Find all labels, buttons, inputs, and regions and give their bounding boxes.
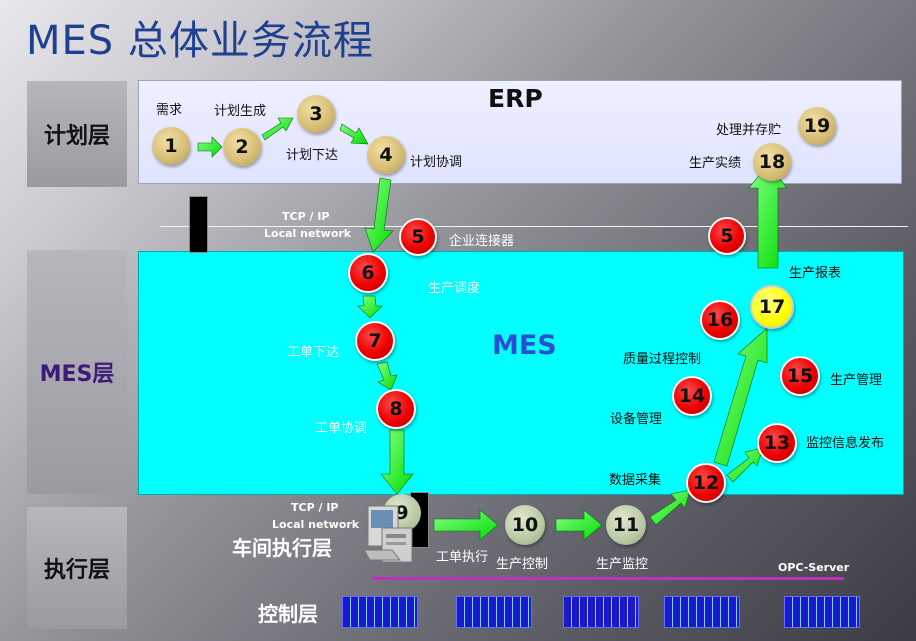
plc-module-4 [664,596,740,628]
step-11: 11 [606,505,646,545]
step-12: 12 [686,463,726,503]
arrow-6-7 [357,295,383,319]
label-wo-issue: 工单下达 [287,345,340,360]
erp-label: ERP [488,84,543,113]
arrow-7-8 [376,361,398,391]
step-19: 19 [798,107,836,145]
step-7: 7 [355,321,395,361]
step-4: 4 [367,136,405,174]
step-10: 10 [505,505,545,545]
network-line [160,226,908,227]
step-3: 3 [297,95,335,133]
opc-server-label: OPC-Server [778,561,850,574]
label-wo-exec: 工单执行 [436,550,489,565]
step-2: 2 [223,128,261,166]
arrow-12-17 [713,327,768,467]
arrow-11-12 [649,489,691,526]
step-15: 15 [780,356,820,396]
label-wo-coord: 工单协调 [315,421,368,436]
label-plan-gen: 计划生成 [214,104,267,119]
step-5-left: 5 [399,218,437,256]
fieldbus-line [372,577,844,580]
control-label: 控制层 [258,602,318,626]
network-tcp-bottom: TCP / IP [291,501,339,514]
step-8: 8 [376,389,416,429]
computer-icon [363,505,413,563]
layer-label-plan: 计划层 [27,81,127,187]
arrow-2-3 [261,117,294,141]
arrow-8-9 [380,429,414,495]
page-title: MES 总体业务流程 [26,18,374,64]
plc-module-1 [342,596,418,628]
network-local-bottom: Local network [272,518,360,531]
step-17: 17 [750,285,794,329]
arrow-3-4 [339,123,369,145]
step-18: 18 [753,143,791,181]
label-enterprise-connector: 企业连接器 [449,234,515,249]
step-13: 13 [757,423,797,463]
label-equip-mgmt: 设备管理 [610,412,663,427]
label-demand: 需求 [156,103,183,118]
workshop-label: 车间执行层 [232,536,332,560]
layer-label-mes: MES层 [27,250,127,494]
mes-label: MES [492,330,557,361]
step-14: 14 [672,376,712,416]
step-6: 6 [348,253,388,293]
arrow-12-13 [726,447,764,483]
label-prod-monitor: 生产监控 [596,557,649,572]
arrow-4-6 [364,177,394,253]
step-16: 16 [700,300,740,340]
label-prod-actual: 生产实绩 [689,156,742,171]
plc-module-2 [456,596,532,628]
layer-label-exec: 执行层 [27,507,127,629]
label-process-store: 处理并存贮 [716,123,782,138]
plc-module-3 [563,596,639,628]
label-prod-schedule: 生产调度 [428,281,481,296]
arrow-10-11 [555,509,603,541]
label-plan-coord: 计划协调 [410,155,463,170]
network-local-top: Local network [264,227,352,240]
plc-module-5 [784,596,860,628]
network-connector-top [189,196,208,253]
step-1: 1 [152,127,190,165]
label-quality-ctrl: 质量过程控制 [623,352,702,367]
label-prod-mgmt: 生产管理 [830,373,883,388]
label-prod-report: 生产报表 [789,266,842,281]
label-plan-issue: 计划下达 [286,148,339,163]
arrow-1-2 [197,136,223,158]
label-monitor-publish: 监控信息发布 [806,436,885,451]
arrow-9-10 [433,509,499,541]
label-prod-ctrl: 生产控制 [496,557,549,572]
label-data-collect: 数据采集 [609,473,662,488]
network-tcp-top: TCP / IP [282,210,330,223]
step-5-right: 5 [708,217,746,255]
